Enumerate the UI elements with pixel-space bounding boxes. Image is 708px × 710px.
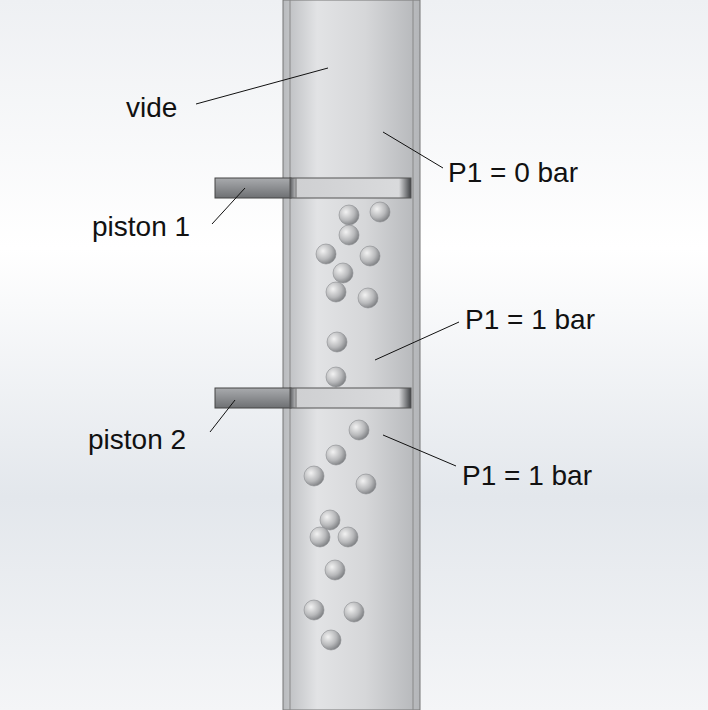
tube-wall: [290, 0, 291, 710]
piston-2: [215, 388, 411, 408]
pressure-label: P1 = 1 bar: [465, 306, 595, 334]
leader-lines: [196, 68, 459, 466]
part-name: piston 2: [88, 426, 186, 454]
tube: [283, 0, 420, 710]
pressure-label: P1 = 1 bar: [462, 462, 592, 490]
pressure-label: P1 = 0 bar: [448, 159, 578, 187]
balls: [304, 202, 390, 650]
part-name: piston 1: [92, 213, 190, 241]
tube-wall: [413, 0, 414, 710]
region-label: vide: [126, 94, 177, 122]
